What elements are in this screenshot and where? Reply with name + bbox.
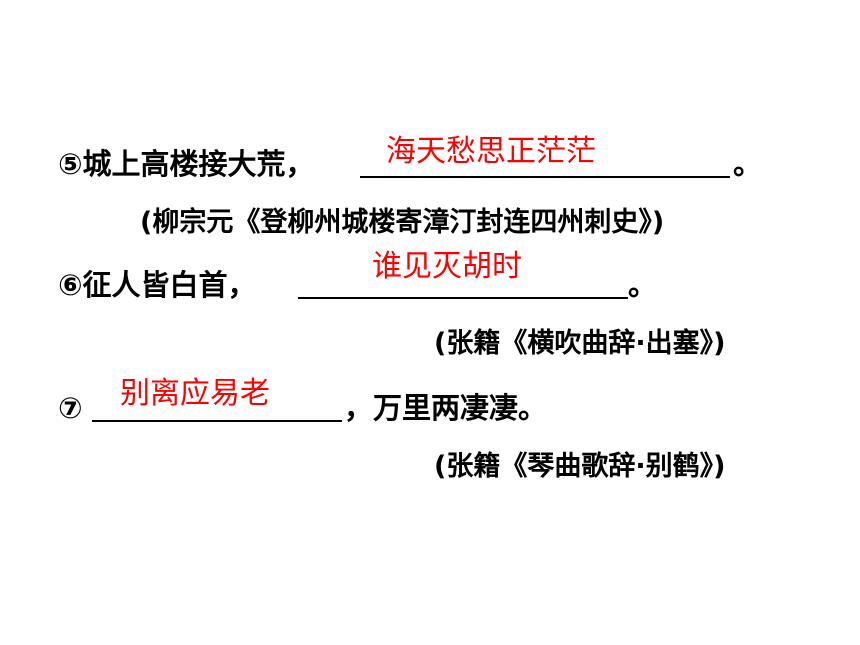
verse-6-answer: 谁见灭胡时 [372, 249, 522, 284]
verse-6-suffix: 。 [628, 268, 658, 302]
verse-6-blank[interactable] [298, 297, 628, 299]
verse-5-blank[interactable] [360, 176, 730, 178]
verse-7-prefix: ⑦ [58, 391, 83, 425]
verse-5-source: (柳宗元《登柳州城楼寄漳汀封连四州刺史》) [140, 207, 665, 238]
verse-6-prefix: ⑥征人皆白首， [58, 268, 257, 302]
verse-7-suffix: ，万里两凄凄。 [344, 391, 548, 425]
verse-5-answer: 海天愁思正茫茫 [386, 134, 596, 169]
verse-5-suffix: 。 [733, 147, 763, 181]
verse-7-source: (张籍《琴曲歌辞·别鹤》) [434, 451, 726, 482]
verse-6-source: (张籍《横吹曲辞·出塞》) [434, 328, 726, 359]
verse-5-prefix: ⑤城上高楼接大荒， [58, 147, 315, 181]
verse-7-blank[interactable] [92, 420, 342, 422]
verse-7-answer: 别离应易老 [120, 376, 270, 411]
